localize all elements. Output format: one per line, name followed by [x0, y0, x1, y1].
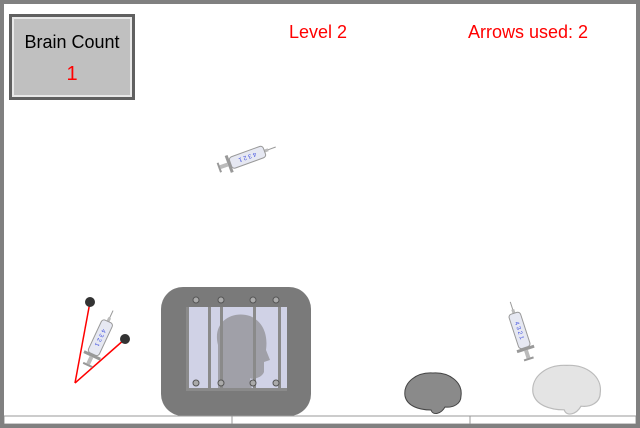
level-indicator: Level 2	[289, 22, 348, 42]
brain-hit	[532, 364, 602, 415]
brain-target	[404, 372, 462, 415]
flying-syringe: 4 3 2 1	[214, 138, 280, 177]
slingshot[interactable]: 4 3 2 1	[74, 297, 130, 384]
syringe-marks: 4 3 2 1	[513, 321, 525, 341]
arrows-used-counter: Arrows used: 2	[468, 22, 589, 42]
caged-head-block	[161, 287, 311, 416]
head-silhouette-icon	[216, 314, 270, 390]
brain-count-value: 1	[66, 63, 78, 85]
slingshot-post-left[interactable]	[85, 297, 95, 307]
slingshot-post-right[interactable]	[120, 334, 130, 344]
brain-count-label: Brain Count	[24, 32, 120, 52]
loaded-syringe: 4 3 2 1	[78, 306, 122, 371]
stuck-syringe: 4 3 2 1	[501, 298, 539, 364]
ground	[4, 415, 636, 424]
game-stage[interactable]: Brain Count 1 Level 2 Arrows used: 2 4 3…	[4, 4, 636, 424]
brain-count-panel: Brain Count 1	[9, 14, 135, 100]
